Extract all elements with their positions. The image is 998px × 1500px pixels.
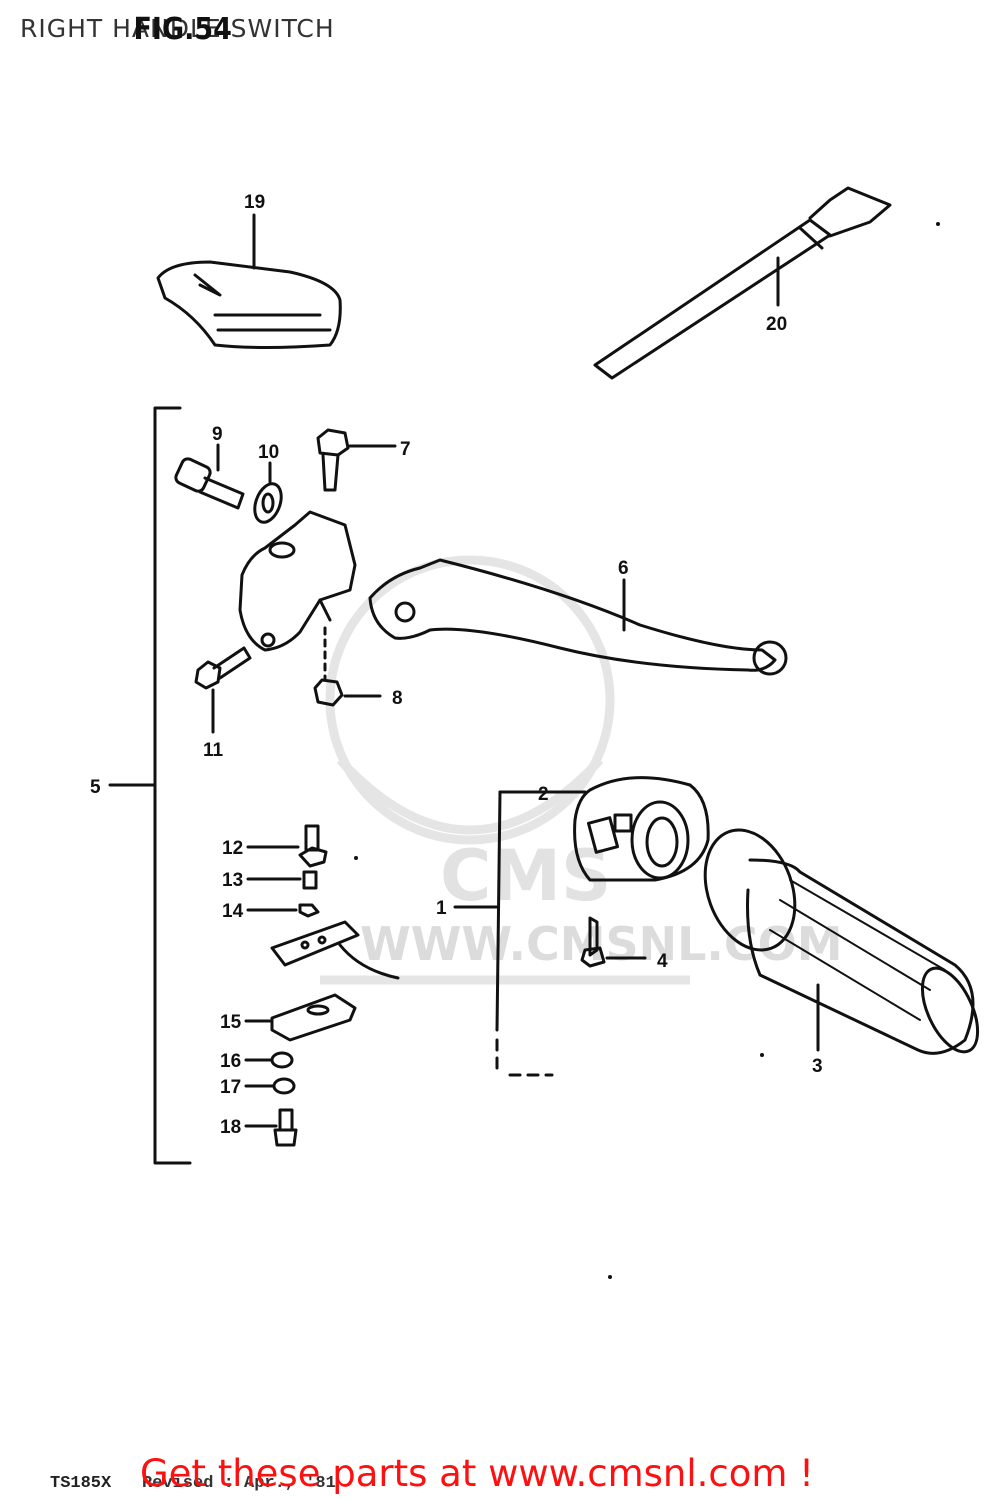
part-9-adjuster-bolt	[174, 457, 245, 510]
part-17-washer	[272, 1077, 296, 1095]
part-19-boot-cover	[156, 260, 342, 349]
watermark-logo: CMS	[440, 835, 611, 917]
part-13-spring	[302, 870, 318, 890]
callout-10: 10	[258, 442, 279, 463]
callout-11: 11	[203, 740, 224, 761]
callout-8: 8	[392, 688, 403, 709]
callout-6: 6	[618, 558, 629, 579]
callout-2: 2	[538, 784, 549, 805]
callout-7: 7	[400, 439, 411, 460]
part-3-throttle-grip	[703, 828, 980, 1055]
callout-3: 3	[812, 1056, 823, 1077]
callout-12: 12	[222, 838, 243, 859]
callout-20: 20	[766, 314, 787, 335]
bracket-1-dashed	[495, 1038, 554, 1077]
callout-14: 14	[222, 901, 244, 922]
callout-15: 15	[220, 1012, 242, 1033]
part-8-nut	[313, 678, 344, 707]
callout-9: 9	[212, 424, 223, 445]
part-4-screw	[580, 916, 606, 968]
footer-model: TS185X	[50, 1474, 112, 1493]
callout-17: 17	[220, 1077, 241, 1098]
callout-16: 16	[220, 1051, 241, 1072]
part-7-pivot-bolt	[316, 428, 350, 492]
callout-19: 19	[244, 192, 265, 213]
part-10-lock-nut	[253, 482, 283, 524]
bracket-5	[153, 406, 192, 1165]
part-14-ball	[298, 903, 320, 918]
footer-revised: Revised : Apr., '81	[142, 1474, 336, 1493]
part-16-nut	[270, 1051, 294, 1069]
callout-labels: 19 20 9 10 7 6 8 11 5 2 12 13 14 1 4 15 …	[90, 192, 823, 1138]
callout-1: 1	[436, 898, 447, 919]
scan-specks	[354, 222, 940, 1279]
callout-4: 4	[657, 951, 668, 972]
callout-18: 18	[220, 1117, 241, 1138]
callout-5: 5	[90, 777, 101, 798]
part-20-cable-tie	[593, 186, 892, 380]
part-11-bolt	[194, 646, 252, 690]
figure-label: FIG.54	[133, 12, 232, 47]
part-6-brake-lever	[368, 558, 788, 676]
part-18-screw	[273, 1108, 298, 1147]
switch-contact-plate	[270, 920, 400, 980]
part-2-switch-housing	[573, 776, 710, 882]
bracket-1	[495, 790, 502, 1032]
cmsnl-link[interactable]: Get these parts at www.cmsnl.com !	[140, 1452, 815, 1495]
part-12-screw	[298, 824, 328, 868]
callout-13: 13	[222, 870, 243, 891]
part-15-switch-base	[270, 993, 357, 1042]
lever-holder	[238, 510, 357, 652]
page-title: RIGHT HANDLE SWITCH	[20, 14, 335, 43]
